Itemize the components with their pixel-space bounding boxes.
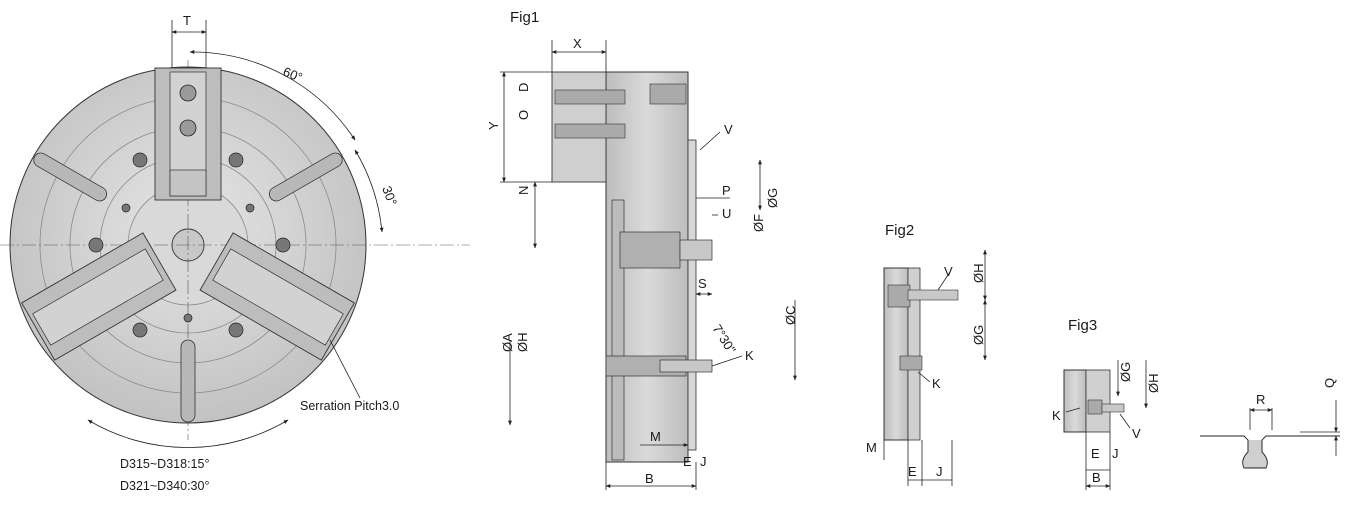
fig2-detail: Fig2 V ØH ØG K M E J (866, 222, 987, 486)
dim-s: S (698, 276, 707, 291)
fig3-label-k: K (1052, 408, 1061, 423)
fig3-dim-phi-h: ØH (1146, 374, 1161, 394)
dim-phi-g: ØG (765, 188, 780, 208)
dim-p: P (722, 183, 731, 198)
fig2-dim-e: E (908, 464, 917, 479)
fig1-title: Fig1 (510, 9, 539, 26)
front-view: T 60° 30° Serration Pitch3.0 D315~D318:1… (0, 13, 470, 493)
jaw-slot-right (199, 232, 355, 361)
serration-note: Serration Pitch3.0 (300, 399, 399, 413)
dim-t: T (183, 13, 191, 28)
fig2-dim-j: J (936, 464, 943, 479)
fig2-dim-phi-h: ØH (971, 264, 986, 284)
dim-phi-h: ØH (515, 333, 530, 353)
dim-o: O (516, 110, 531, 120)
fig3-dim-q: Q (1322, 378, 1337, 388)
dim-y: Y (486, 121, 501, 130)
fig3-label-v: V (1132, 426, 1141, 441)
angle-60: 60° (281, 64, 305, 85)
fig3-dim-j: J (1112, 446, 1119, 461)
fig3-dim-b: B (1092, 470, 1101, 485)
fig1-section-view: Fig1 X Y D O N V P ØG ØF U S (486, 9, 798, 490)
dim-d: D (516, 83, 531, 92)
fig2-label-v: V (944, 264, 953, 279)
pitch-note-1: D315~D318:15° (120, 457, 209, 471)
fig3-detail: Fig3 ØG ØH K V E J B R Q (1052, 317, 1340, 490)
fig3-title: Fig3 (1068, 317, 1097, 334)
dim-x: X (573, 36, 582, 51)
dim-b: B (645, 471, 654, 486)
dim-j: J (700, 454, 707, 469)
fig3-dim-r: R (1256, 392, 1265, 407)
label-k: K (745, 348, 754, 363)
label-u: U (722, 206, 731, 221)
jaw-slot-left (21, 232, 177, 361)
fig2-dim-m: M (866, 440, 877, 455)
jaw-slot-top (154, 67, 222, 201)
fig2-dim-phi-g: ØG (971, 325, 986, 345)
fig3-dim-e: E (1091, 446, 1100, 461)
fig2-title: Fig2 (885, 222, 914, 239)
label-v: V (724, 122, 733, 137)
dim-phi-c: ØC (783, 306, 798, 326)
pitch-note-2: D321~D340:30° (120, 479, 209, 493)
dim-e: E (683, 454, 692, 469)
angle-30: 30° (379, 184, 400, 208)
dim-phi-f: ØF (751, 214, 766, 232)
dim-n: N (516, 186, 531, 195)
fig2-label-k: K (932, 376, 941, 391)
dim-phi-a: ØA (500, 333, 515, 352)
angle-7-30: 7°30" (709, 322, 739, 357)
dim-m: M (650, 429, 661, 444)
fig3-dim-phi-g: ØG (1118, 362, 1133, 382)
